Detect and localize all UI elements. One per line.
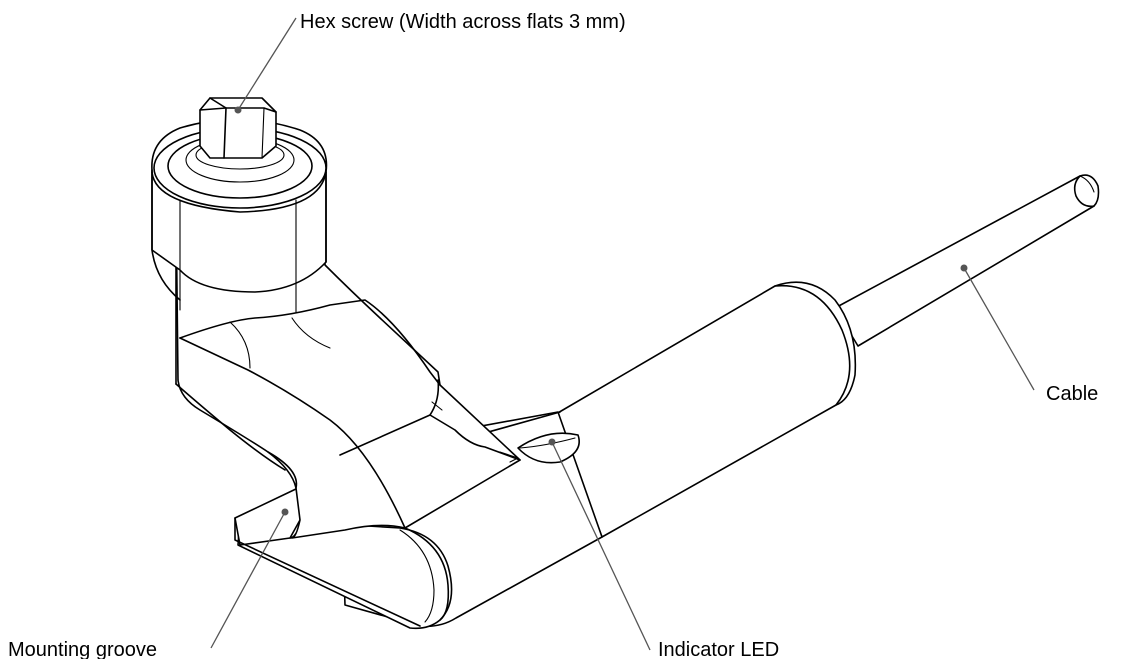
leader-hex-screw: [237, 17, 297, 111]
leader-dot-hex-screw: [234, 106, 242, 114]
leader-cable: [963, 267, 1035, 391]
label-cable: Cable: [1046, 383, 1098, 405]
strain-relief: [555, 281, 857, 538]
leader-indicator-led: [551, 441, 651, 651]
leader-dot-indicator-led: [548, 438, 556, 446]
leader-dot-mounting-groove: [281, 508, 289, 516]
indicator-led-window: [517, 432, 580, 464]
label-indicator-led: Indicator LED: [658, 639, 779, 659]
label-hex-screw: Hex screw (Width across flats 3 mm): [300, 11, 626, 33]
leader-mounting-groove: [210, 511, 286, 649]
hex-screw: [199, 97, 277, 159]
leader-lines: [210, 17, 1035, 651]
cable: [834, 174, 1100, 347]
cylinder-head: [151, 118, 328, 313]
label-mounting-groove: Mounting groove: [8, 639, 157, 659]
leader-dot-cable: [960, 264, 968, 272]
